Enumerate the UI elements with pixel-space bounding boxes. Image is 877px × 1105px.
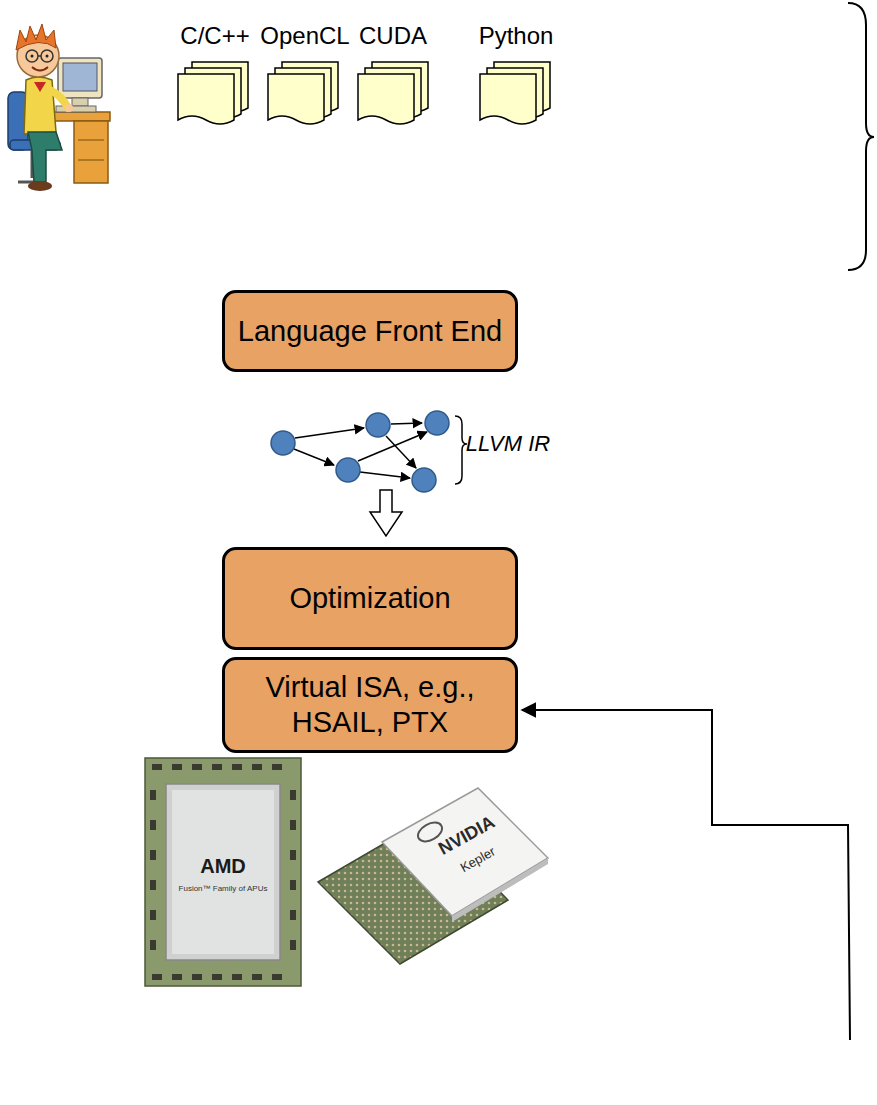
- language-label: C/C++: [180, 23, 249, 49]
- source-file-icons: [178, 62, 550, 124]
- programmer-figure: [8, 24, 110, 191]
- bracket: [455, 416, 467, 484]
- box-label: Virtual ISA, e.g., HSAIL, PTX: [233, 670, 507, 740]
- chip-marking: Fusion™ Family of APUs: [179, 885, 268, 894]
- process-box: Optimization: [222, 547, 518, 650]
- ir-graph-nodes: [271, 411, 449, 492]
- amd-chip: [145, 758, 301, 986]
- box-label: Language Front End: [238, 314, 502, 349]
- chip-marking: AMD: [200, 855, 246, 877]
- feedback-arrow: [522, 710, 850, 1040]
- language-label: Python: [479, 23, 554, 49]
- curly-brace: [848, 3, 874, 270]
- flow-arrow: [370, 490, 402, 536]
- box-label: Optimization: [289, 581, 450, 616]
- language-label: OpenCL: [260, 23, 349, 49]
- nvidia-chip: [318, 788, 548, 964]
- process-box: Language Front End: [222, 290, 518, 372]
- ir-label: LLVM IR: [466, 432, 550, 456]
- process-box: Virtual ISA, e.g., HSAIL, PTX: [222, 657, 518, 753]
- language-label: CUDA: [359, 23, 427, 49]
